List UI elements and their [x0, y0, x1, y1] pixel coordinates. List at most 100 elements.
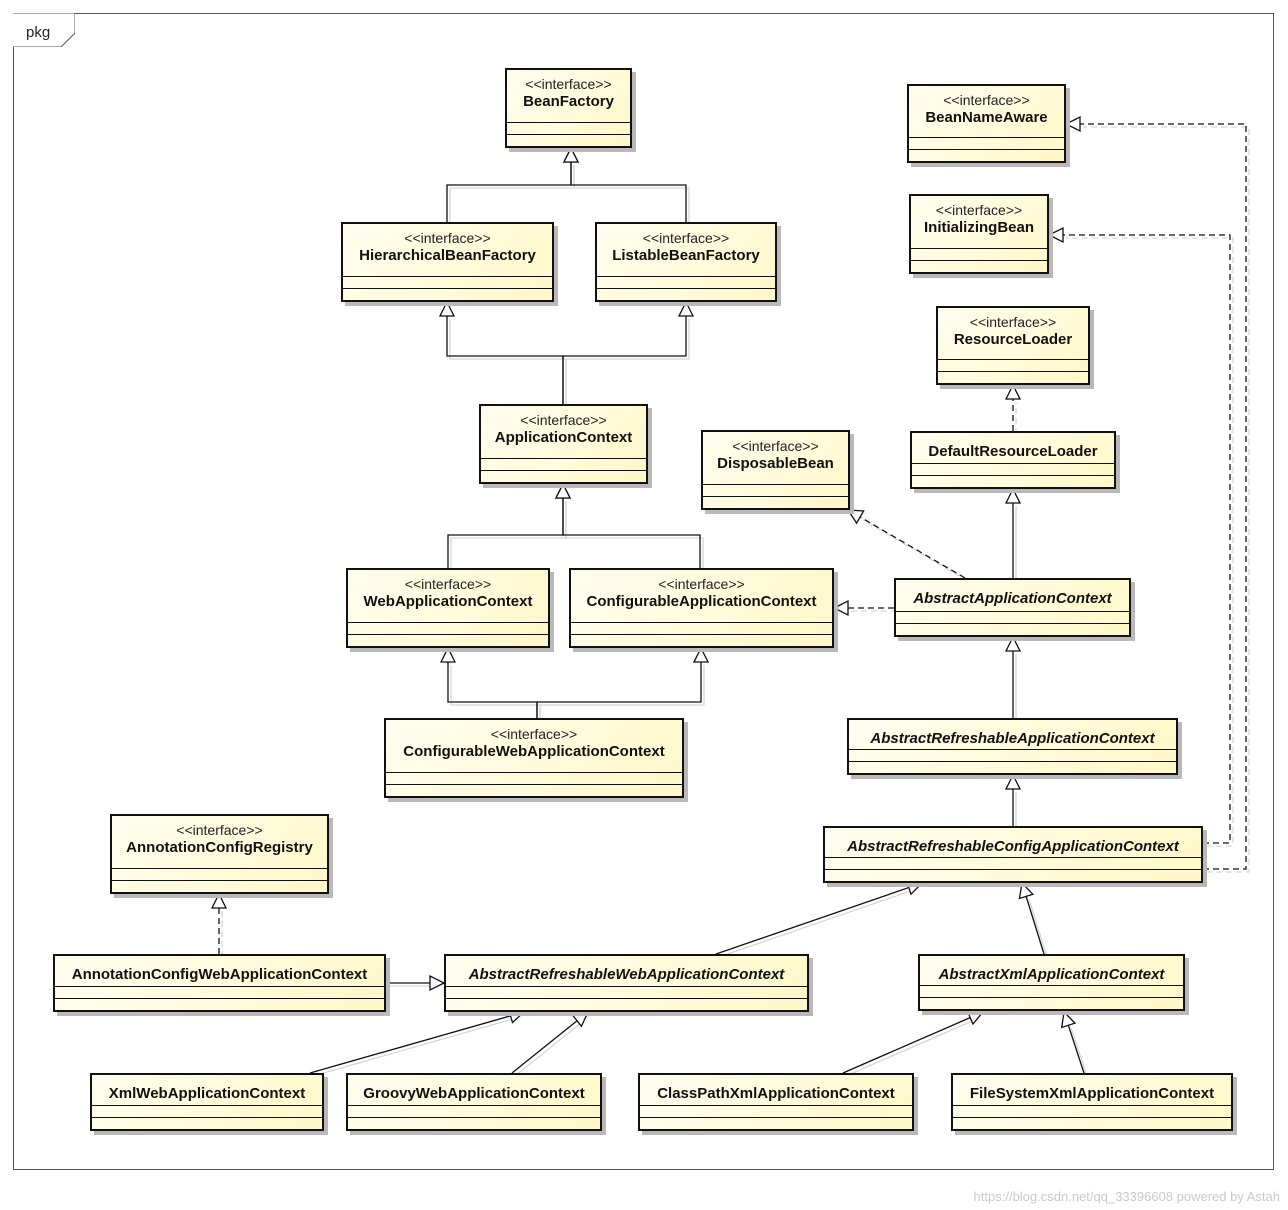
package-frame: [13, 13, 1274, 1170]
relation-generalization-HierarchicalBeanFactory-to-BeanFactory: [446, 146, 580, 225]
class-name: AbstractXmlApplicationContext: [938, 966, 1165, 983]
class-BeanFactory[interactable]: <<interface>>BeanFactory: [505, 68, 632, 148]
operations-compartment: [481, 470, 646, 471]
relation-generalization-AbstractXmlApplicationContext-to-AbstractRefreshableConfigApplicationContext: [1018, 881, 1048, 958]
class-header: <<interface>>HierarchicalBeanFactory: [343, 224, 552, 266]
class-AnnotationConfigWebApplicationContext[interactable]: AnnotationConfigWebApplicationContext: [53, 954, 386, 1012]
class-AbstractXmlApplicationContext[interactable]: AbstractXmlApplicationContext: [918, 954, 1185, 1011]
operations-compartment: [640, 1117, 912, 1118]
class-ConfigurableWebApplicationContext[interactable]: <<interface>>ConfigurableWebApplicationC…: [384, 718, 684, 798]
stereotype-label: <<interface>>: [732, 438, 819, 454]
class-header: FileSystemXmlApplicationContext: [953, 1075, 1231, 1104]
operations-compartment: [112, 880, 327, 881]
class-header: <<interface>>AnnotationConfigRegistry: [112, 816, 327, 858]
attributes-compartment: [343, 276, 552, 277]
relation-generalization-FileSystemXmlApplicationContext-to-AbstractXmlApplicationContext: [1060, 1010, 1088, 1077]
class-header: AbstractRefreshableWebApplicationContext: [446, 956, 807, 985]
operations-compartment: [571, 634, 832, 635]
operations-compartment: [597, 288, 775, 289]
class-HierarchicalBeanFactory[interactable]: <<interface>>HierarchicalBeanFactory: [341, 222, 554, 302]
operations-compartment: [343, 288, 552, 289]
class-InitializingBean[interactable]: <<interface>>InitializingBean: [909, 194, 1049, 274]
relation-generalization-AbstractApplicationContext-to-DefaultResourceLoader: [1004, 487, 1022, 581]
class-DefaultResourceLoader[interactable]: DefaultResourceLoader: [910, 431, 1116, 489]
attributes-compartment: [825, 857, 1201, 858]
relation-generalization-WebApplicationContext-to-ApplicationContext: [447, 482, 572, 571]
class-name: BeanNameAware: [925, 109, 1048, 126]
stereotype-label: <<interface>>: [642, 230, 730, 246]
class-ApplicationContext[interactable]: <<interface>>ApplicationContext: [479, 404, 648, 484]
class-header: <<interface>>InitializingBean: [911, 196, 1047, 238]
class-WebApplicationContext[interactable]: <<interface>>WebApplicationContext: [346, 568, 550, 648]
class-ClassPathXmlApplicationContext[interactable]: ClassPathXmlApplicationContext: [638, 1073, 914, 1131]
relation-realization-AbstractApplicationContext-to-DisposableBean: [846, 509, 969, 582]
relation-generalization-XmlWebApplicationContext-to-AbstractRefreshableWebApplicationContext: [309, 1008, 526, 1077]
class-DisposableBean[interactable]: <<interface>>DisposableBean: [701, 430, 850, 510]
operations-compartment: [348, 634, 548, 635]
class-name: AbstractRefreshableApplicationContext: [870, 730, 1155, 747]
stereotype-label: <<interface>>: [658, 576, 745, 592]
class-header: <<interface>>BeanFactory: [507, 70, 630, 112]
class-header: <<interface>>ConfigurableApplicationCont…: [571, 570, 832, 612]
attributes-compartment: [912, 463, 1114, 464]
class-FileSystemXmlApplicationContext[interactable]: FileSystemXmlApplicationContext: [951, 1073, 1233, 1131]
relation-generalization-AnnotationConfigWebApplicationContext-to-AbstractRefreshableWebApplicationContext: [386, 974, 446, 992]
stereotype-label: <<interface>>: [404, 576, 492, 592]
class-header: <<interface>>ApplicationContext: [481, 406, 646, 448]
class-AbstractRefreshableApplicationContext[interactable]: AbstractRefreshableApplicationContext: [847, 718, 1178, 775]
relation-generalization-ClassPathXmlApplicationContext-to-AbstractXmlApplicationContext: [842, 1010, 985, 1077]
relation-realization-AbstractApplicationContext-to-ConfigurableApplicationContext: [832, 599, 897, 617]
stereotype-label: <<interface>>: [404, 230, 491, 246]
operations-compartment: [55, 998, 384, 999]
relation-generalization-AbstractRefreshableWebApplicationContext-to-AbstractRefreshableConfigApplicationContext: [715, 880, 924, 958]
class-header: XmlWebApplicationContext: [92, 1075, 322, 1104]
operations-compartment: [920, 997, 1183, 998]
operations-compartment: [896, 623, 1129, 624]
operations-compartment: [911, 260, 1047, 261]
class-ListableBeanFactory[interactable]: <<interface>>ListableBeanFactory: [595, 222, 777, 302]
class-name: DefaultResourceLoader: [928, 443, 1098, 460]
operations-compartment: [938, 371, 1088, 372]
relation-realization-AbstractRefreshableConfigApplicationContext-to-InitializingBean: [1047, 226, 1234, 847]
operations-compartment: [507, 134, 630, 135]
operations-compartment: [92, 1117, 322, 1118]
class-name: AnnotationConfigRegistry: [126, 839, 313, 856]
class-ConfigurableApplicationContext[interactable]: <<interface>>ConfigurableApplicationCont…: [569, 568, 834, 648]
class-header: AbstractXmlApplicationContext: [920, 956, 1183, 985]
class-AbstractApplicationContext[interactable]: AbstractApplicationContext: [894, 578, 1131, 637]
attributes-compartment: [849, 749, 1176, 750]
operations-compartment: [386, 784, 682, 785]
relation-generalization-ListableBeanFactory-to-BeanFactory: [562, 146, 690, 225]
attributes-compartment: [571, 622, 832, 623]
stereotype-label: <<interface>>: [490, 726, 578, 742]
class-AbstractRefreshableWebApplicationContext[interactable]: AbstractRefreshableWebApplicationContext: [444, 954, 809, 1012]
class-AbstractRefreshableConfigApplicationContext[interactable]: AbstractRefreshableConfigApplicationCont…: [823, 826, 1203, 883]
class-BeanNameAware[interactable]: <<interface>>BeanNameAware: [907, 84, 1066, 163]
class-name: FileSystemXmlApplicationContext: [969, 1085, 1215, 1102]
class-header: <<interface>>WebApplicationContext: [348, 570, 548, 612]
class-XmlWebApplicationContext[interactable]: XmlWebApplicationContext: [90, 1073, 324, 1131]
stereotype-label: <<interface>>: [935, 202, 1023, 218]
class-header: <<interface>>ConfigurableWebApplicationC…: [386, 720, 682, 762]
attributes-compartment: [112, 868, 327, 869]
class-name: HierarchicalBeanFactory: [359, 247, 536, 264]
class-header: ClassPathXmlApplicationContext: [640, 1075, 912, 1104]
class-name: BeanFactory: [523, 93, 614, 110]
relation-realization-DefaultResourceLoader-to-ResourceLoader: [1004, 383, 1022, 434]
class-AnnotationConfigRegistry[interactable]: <<interface>>AnnotationConfigRegistry: [110, 814, 329, 894]
operations-compartment: [909, 149, 1064, 150]
attributes-compartment: [348, 1105, 600, 1106]
operations-compartment: [953, 1117, 1231, 1118]
class-header: AbstractRefreshableApplicationContext: [849, 720, 1176, 749]
class-name: WebApplicationContext: [363, 593, 533, 610]
class-name: AnnotationConfigWebApplicationContext: [71, 966, 368, 983]
relation-realization-AbstractRefreshableConfigApplicationContext-to-BeanNameAware: [1064, 115, 1250, 873]
relation-generalization-ConfigurableWebApplicationContext-to-WebApplicationContext: [439, 646, 541, 721]
attributes-compartment: [55, 986, 384, 987]
attributes-compartment: [348, 622, 548, 623]
class-ResourceLoader[interactable]: <<interface>>ResourceLoader: [936, 306, 1090, 385]
class-GroovyWebApplicationContext[interactable]: GroovyWebApplicationContext: [346, 1073, 602, 1131]
class-header: <<interface>>ListableBeanFactory: [597, 224, 775, 266]
class-header: AnnotationConfigWebApplicationContext: [55, 956, 384, 985]
